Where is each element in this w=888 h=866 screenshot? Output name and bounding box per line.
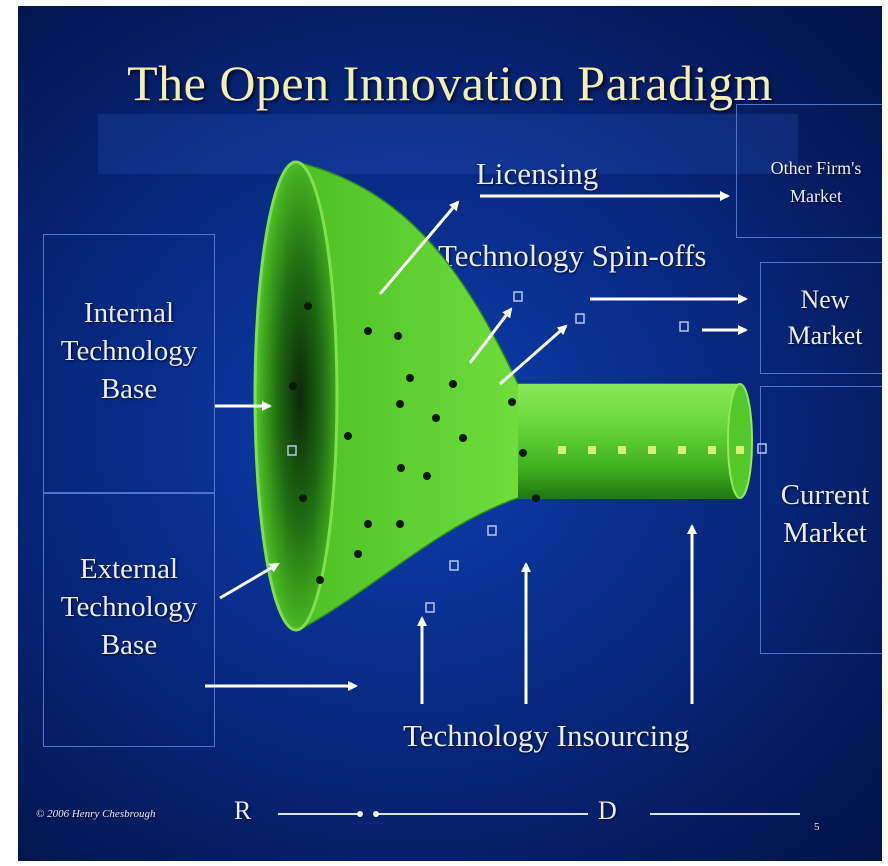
project-markers [287,291,767,613]
funnel-mouth [253,160,339,632]
new-market-box [760,262,882,374]
insourcing-label: Technology Insourcing [403,718,690,753]
spinoff-arrow-1 [468,307,513,364]
tube-end [727,383,753,499]
current-market-box [760,386,882,654]
page-number: 5 [814,821,820,833]
licensing-up-arrow [378,200,460,295]
funnel-diagram [205,160,800,817]
spinoffs-label: Technology Spin-offs [438,238,707,273]
slide-title: The Open Innovation Paradigm [127,55,773,111]
title-band [98,114,798,174]
internal-technology-box [43,234,215,494]
r-label: R [234,796,252,825]
flow-arrows [205,191,748,704]
d-label: D [598,796,617,825]
other-firms-market-box [736,104,882,238]
licensing-label: Licensing [476,156,599,191]
tube-dashes [558,446,744,454]
funnel-tube [518,384,740,498]
copyright-text: © 2006 Henry Chesbrough [36,808,156,820]
external-to-funnel-arrow [219,562,280,600]
idea-dots [289,302,540,584]
spinoff-arrow-2 [499,324,568,386]
external-technology-box [43,492,215,747]
